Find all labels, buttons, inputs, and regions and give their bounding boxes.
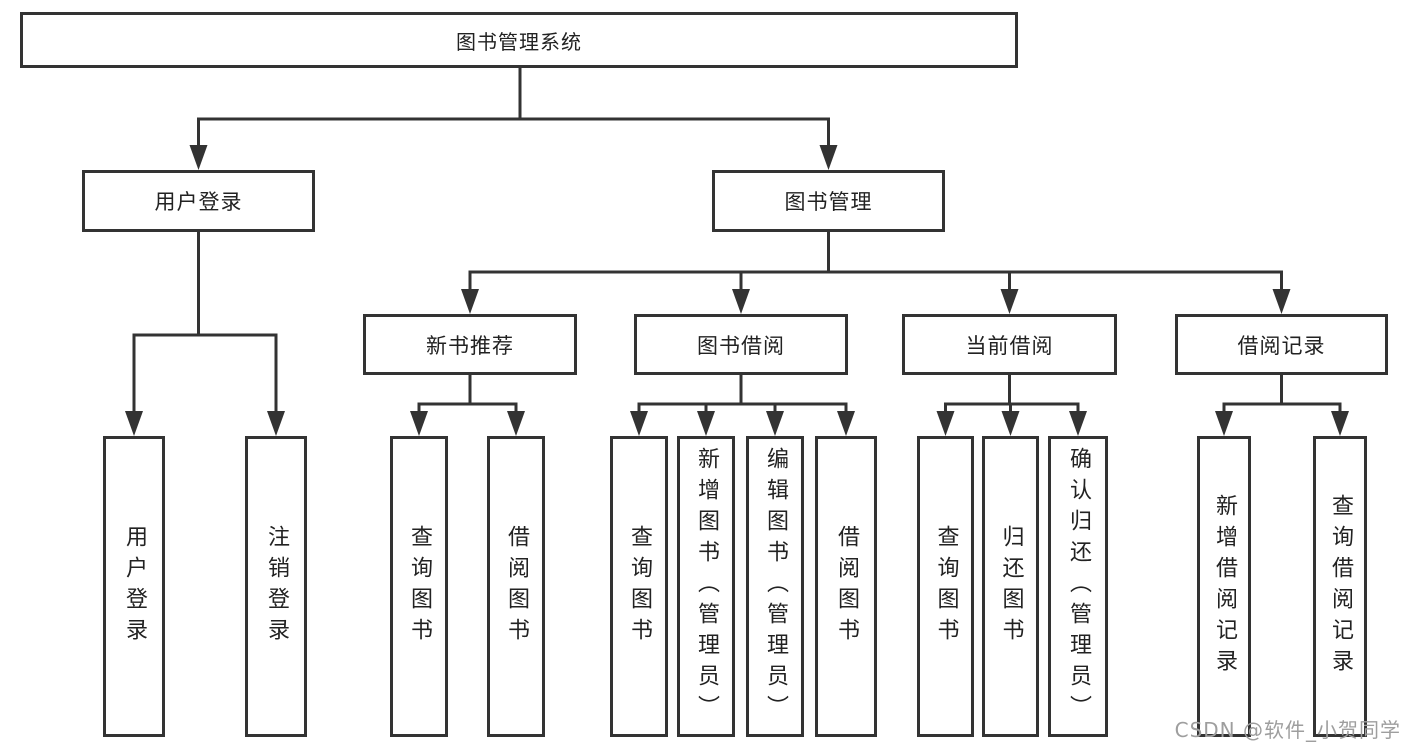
node-new-book-recommend: 新书推荐: [363, 314, 577, 375]
leaf-query-books-borrow: 查询图书: [610, 436, 668, 737]
leaf-query-books-recommend: 查询图书: [390, 436, 448, 737]
node-label: 借阅图书: [834, 524, 859, 649]
csdn-watermark: CSDN @软件_小贺同学: [1174, 718, 1401, 742]
arrowheads: [125, 145, 1349, 436]
node-label: 用户登录: [122, 524, 147, 649]
node-label: 确认归还（管理员）: [1066, 447, 1091, 726]
node-label: 当前借阅: [965, 333, 1054, 358]
node-label: 新书推荐: [426, 333, 514, 358]
leaf-add-book-admin: 新增图书（管理员）: [677, 436, 735, 737]
node-label: 借阅记录: [1237, 333, 1326, 358]
leaf-borrow-books-recommend: 借阅图书: [487, 436, 545, 737]
node-label: 图书管理: [784, 190, 873, 214]
leaf-edit-book-admin: 编辑图书（管理员）: [746, 436, 804, 737]
node-label: 图书借阅: [697, 333, 785, 358]
leaf-confirm-return-admin: 确认归还（管理员）: [1048, 436, 1108, 737]
leaf-query-books-current: 查询图书: [917, 436, 974, 737]
leaf-logout: 注销登录: [245, 436, 307, 737]
node-label: 查询借阅记录: [1328, 493, 1353, 680]
leaf-add-borrow-record: 新增借阅记录: [1197, 436, 1251, 737]
node-label: 借阅图书: [504, 524, 529, 649]
node-label: 图书管理系统: [456, 29, 582, 54]
node-label: 查询图书: [933, 524, 959, 649]
node-book-borrow: 图书借阅: [634, 314, 848, 375]
node-label: 查询图书: [627, 524, 652, 649]
node-label: 注销登录: [264, 524, 289, 649]
node-user-login: 用户登录: [82, 170, 315, 232]
node-label: 编辑图书（管理员）: [763, 447, 788, 726]
node-label: 用户登录: [154, 190, 243, 214]
node-label: 归还图书: [998, 524, 1024, 649]
leaf-query-borrow-record: 查询借阅记录: [1313, 436, 1367, 737]
node-library-management-system: 图书管理系统: [20, 12, 1018, 68]
node-label: 查询图书: [407, 524, 432, 649]
leaf-borrow-books: 借阅图书: [815, 436, 877, 737]
leaf-user-login: 用户登录: [103, 436, 165, 737]
node-label: 新增图书（管理员）: [694, 447, 719, 726]
node-label: 新增借阅记录: [1212, 493, 1237, 680]
leaf-return-books: 归还图书: [982, 436, 1039, 737]
node-book-management: 图书管理: [712, 170, 945, 232]
node-current-borrow: 当前借阅: [902, 314, 1117, 375]
node-borrow-records: 借阅记录: [1175, 314, 1388, 375]
